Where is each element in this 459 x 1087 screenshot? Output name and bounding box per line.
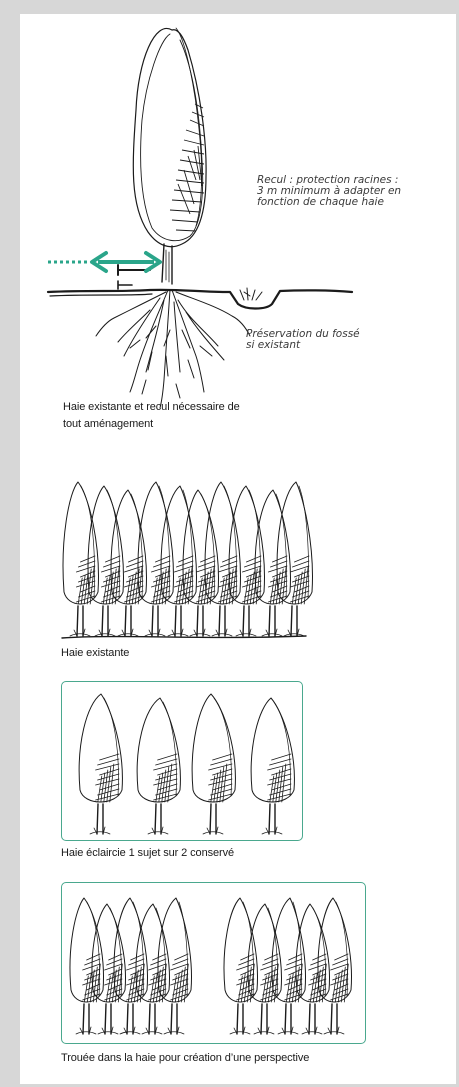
figure-caption: Haie éclaircie 1 sujet sur 2 conservé xyxy=(61,845,234,862)
tree-sketch xyxy=(138,482,173,636)
root-system xyxy=(96,290,250,408)
gap-hedge-illustration xyxy=(0,872,459,1052)
tree-setback-illustration xyxy=(0,0,459,420)
tree-sketch xyxy=(137,698,180,834)
tree-sketch xyxy=(224,898,257,1034)
tree-sketch xyxy=(277,482,312,636)
ditch-annotation: Préservation du fossé si existant xyxy=(246,329,446,351)
annotation-line: fonction de chaque haie xyxy=(257,197,457,208)
caption-line: Haie existante et recul nécessaire de xyxy=(63,399,363,416)
tree-sketch xyxy=(63,482,98,636)
double-headed-arrow-icon xyxy=(48,253,160,271)
dense-hedge-illustration xyxy=(0,470,459,650)
thinned-hedge-illustration xyxy=(0,670,459,850)
caption-line: tout aménagement xyxy=(63,416,363,433)
tree-sketch xyxy=(70,898,103,1034)
tree-sketch xyxy=(272,898,305,1034)
setback-annotation: Recul : protection racines : 3 m minimum… xyxy=(257,175,457,208)
tree-sketch xyxy=(114,898,147,1034)
figure-caption: Haie existante et recul nécessaire de to… xyxy=(63,399,363,433)
figure-caption: Trouée dans la haie pour création d’une … xyxy=(61,1050,309,1067)
figure-caption: Haie existante xyxy=(61,645,129,662)
tree-sketch xyxy=(161,486,196,636)
tree-sketch xyxy=(251,698,294,834)
tree-sketch xyxy=(111,490,146,636)
tree-sketch xyxy=(229,486,264,636)
tree-sketch xyxy=(79,694,122,834)
tree-sketch xyxy=(192,694,235,834)
tree-sketch xyxy=(205,482,240,636)
annotation-line: si existant xyxy=(246,340,446,351)
tree-sketch xyxy=(318,898,351,1034)
tree-sketch xyxy=(158,898,191,1034)
